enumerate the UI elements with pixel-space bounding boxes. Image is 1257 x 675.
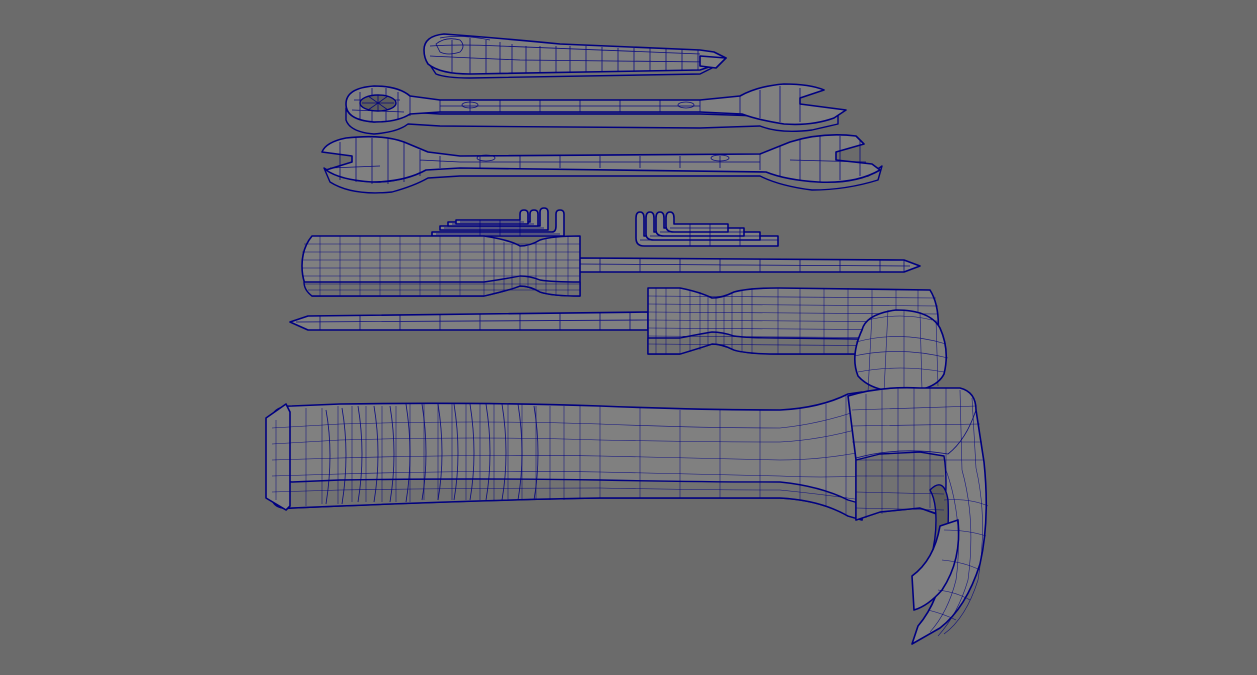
utility-knife[interactable] [423, 33, 727, 79]
hex-key-set-left[interactable] [431, 207, 565, 237]
double-open-end-wrench[interactable] [321, 134, 883, 194]
hex-key-set-right[interactable] [635, 211, 779, 247]
claw-hammer[interactable] [265, 309, 989, 645]
screwdriver-upper[interactable] [301, 235, 921, 297]
combination-wrench[interactable] [345, 83, 847, 135]
